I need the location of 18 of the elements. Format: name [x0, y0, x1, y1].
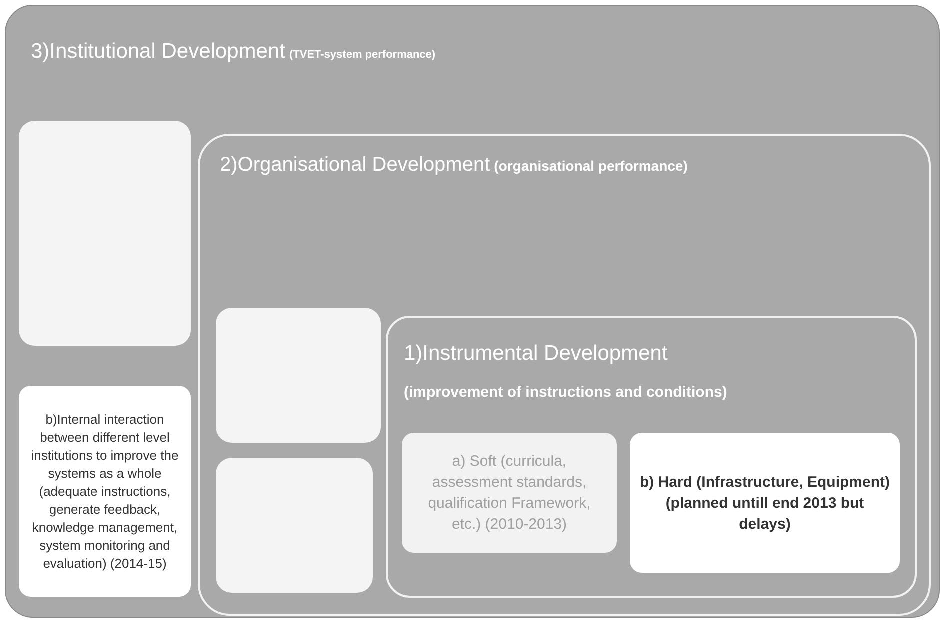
faded-box [216, 458, 373, 593]
faded-box [216, 308, 381, 443]
outer-panel [5, 5, 940, 618]
box-text: b)Internal interaction between different level institutions to improve the systems as a whole (adequate instructions, generate feedback, knowledge management, system monitoring and evaluation) (2014-15) [30, 410, 180, 572]
text-box [402, 433, 617, 553]
text-box [630, 433, 900, 573]
box-text: a) Soft (curricula, assessment standards, qualification Framework, etc.) (2010-2013) [427, 452, 592, 535]
panel-title: 1)Instrumental Development [404, 341, 669, 367]
instrumental-panel [386, 316, 917, 598]
panel-subtitle: (TVET-system performance) [289, 48, 436, 63]
panel-subtitle: (improvement of instructions and conditions) [404, 382, 728, 402]
box-text: b) Hard (Infrastructure, Equipment) (planned untill end 2013 but delays) [638, 472, 891, 534]
faded-box [19, 121, 191, 346]
panel-title: 2)Organisational Development [220, 153, 490, 178]
organisational-panel [198, 134, 931, 616]
text-box [19, 386, 191, 597]
panel-subtitle: (organisational performance) [494, 157, 688, 176]
panel-title: 3)Institutional Development [31, 39, 286, 65]
